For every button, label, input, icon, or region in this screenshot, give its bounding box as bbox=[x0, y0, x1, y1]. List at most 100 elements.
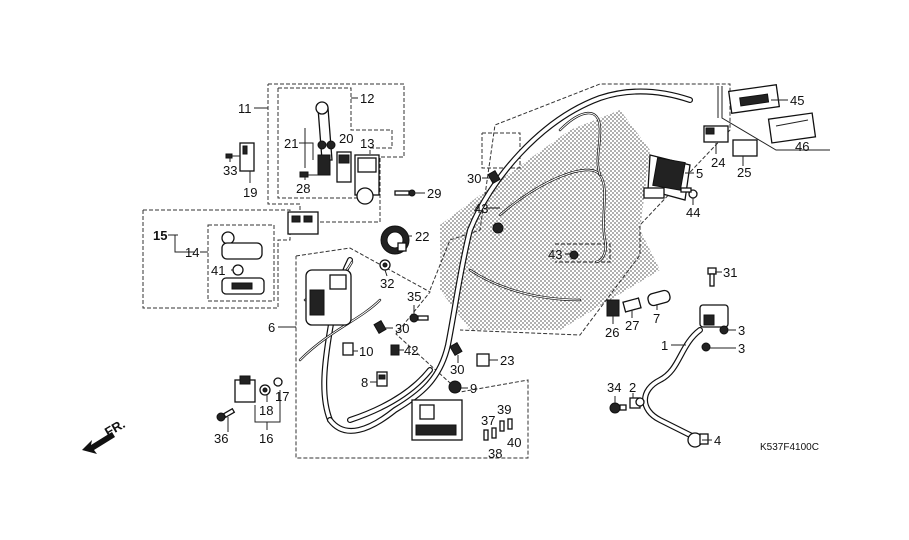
fuse-box bbox=[411, 399, 463, 441]
part-16-relay-assembly bbox=[234, 375, 256, 403]
part-19-bracket bbox=[239, 142, 255, 172]
leader-lines bbox=[168, 97, 788, 441]
callout-22: 22 bbox=[415, 229, 429, 244]
callout-11: 11 bbox=[238, 101, 252, 116]
group-box-43 bbox=[555, 243, 611, 263]
part-26-boot bbox=[606, 299, 620, 317]
part-28-screw bbox=[299, 171, 318, 178]
front-direction-arrow: FR. bbox=[82, 416, 128, 454]
part-24-connector bbox=[703, 125, 729, 143]
part-35-bolt bbox=[409, 313, 429, 323]
callout-33: 33 bbox=[223, 163, 237, 178]
callout-23: 23 bbox=[500, 353, 514, 368]
part-45-connector bbox=[727, 84, 781, 114]
callout-17: 17 bbox=[275, 389, 289, 404]
callout-36: 36 bbox=[214, 431, 228, 446]
part-10-clamp bbox=[342, 342, 354, 356]
part-14-smart-key bbox=[221, 231, 265, 295]
callout-42: 42 bbox=[404, 343, 418, 358]
callout-29: 29 bbox=[427, 186, 441, 201]
group-box-30-top bbox=[481, 132, 521, 169]
part-3-nut-b bbox=[701, 342, 711, 352]
part-34-bolt bbox=[609, 402, 627, 414]
part-27-resistor-cap bbox=[622, 297, 642, 313]
part-1-ignition-coil bbox=[642, 304, 729, 443]
callout-10: 10 bbox=[359, 344, 373, 359]
callout-21: 21 bbox=[284, 136, 298, 151]
callout-30-mid: 30 bbox=[395, 321, 409, 336]
callout-19: 19 bbox=[243, 185, 257, 200]
part-31-bolt bbox=[707, 267, 717, 287]
callout-38: 38 bbox=[488, 446, 502, 461]
part-20-switch bbox=[336, 151, 352, 183]
callout-46: 46 bbox=[795, 139, 809, 154]
callout-35: 35 bbox=[407, 289, 421, 304]
callout-16: 16 bbox=[259, 431, 273, 446]
part-2-clamp bbox=[629, 397, 645, 409]
part-3-nut-a bbox=[719, 325, 729, 335]
part-17-clip bbox=[273, 377, 283, 387]
parts-37-40-fuses bbox=[483, 418, 513, 441]
callout-8: 8 bbox=[361, 375, 368, 390]
part-25-connector bbox=[732, 139, 758, 157]
part-36-bolt bbox=[216, 407, 236, 422]
callout-44: 44 bbox=[686, 205, 700, 220]
callout-1: 1 bbox=[661, 338, 668, 353]
part-46-connector bbox=[767, 112, 817, 144]
part-18-grommet bbox=[259, 384, 271, 396]
part-6-unit-bracket bbox=[305, 269, 352, 326]
callout-26: 26 bbox=[605, 325, 619, 340]
part-15-smart-unit bbox=[287, 211, 319, 235]
callout-43b: 43 bbox=[548, 247, 562, 262]
part-13-ignition-switch bbox=[354, 154, 380, 205]
callout-25: 25 bbox=[737, 165, 751, 180]
part-43-clip-b bbox=[569, 250, 579, 260]
callout-6: 6 bbox=[268, 320, 275, 335]
callout-12: 12 bbox=[360, 91, 374, 106]
callout-28: 28 bbox=[296, 181, 310, 196]
part-12-key-cylinder-bracket bbox=[315, 101, 336, 161]
callout-13: 13 bbox=[360, 136, 374, 151]
part-42-clip bbox=[390, 344, 400, 356]
callout-18: 18 bbox=[259, 403, 273, 418]
callout-41: 41 bbox=[211, 263, 225, 278]
part-5-regulator bbox=[643, 154, 691, 201]
callout-9: 9 bbox=[470, 381, 477, 396]
callout-24: 24 bbox=[711, 155, 725, 170]
harness-shaded-area bbox=[440, 110, 660, 330]
part-29-bolt bbox=[394, 189, 416, 197]
part-23-relay bbox=[476, 353, 490, 367]
group-box-11 bbox=[267, 83, 405, 223]
group-box-6 bbox=[295, 247, 529, 459]
part-30-clip-b bbox=[449, 341, 463, 357]
callout-40: 40 bbox=[507, 435, 521, 450]
callout-30-low: 30 bbox=[450, 362, 464, 377]
callout-15: 15 bbox=[153, 228, 167, 243]
callout-7: 7 bbox=[653, 311, 660, 326]
group-box-14 bbox=[207, 224, 275, 302]
callout-20: 20 bbox=[339, 131, 353, 146]
callout-5: 5 bbox=[696, 166, 703, 181]
part-21-contact bbox=[317, 154, 331, 176]
callout-31: 31 bbox=[723, 265, 737, 280]
group-box-15 bbox=[142, 209, 291, 309]
callout-2: 2 bbox=[629, 380, 636, 395]
callout-34: 34 bbox=[607, 380, 621, 395]
callout-39: 39 bbox=[497, 402, 511, 417]
callout-labels: 1 2 3 3 4 5 6 7 8 9 10 11 12 13 14 15 16… bbox=[153, 91, 809, 461]
part-32-nut bbox=[379, 259, 391, 271]
callout-45: 45 bbox=[790, 93, 804, 108]
part-44-bolt bbox=[680, 187, 698, 199]
callout-3a: 3 bbox=[738, 323, 745, 338]
part-9-grommet bbox=[448, 380, 462, 394]
callout-43a: 43 bbox=[474, 201, 488, 216]
part-33-screw bbox=[225, 153, 240, 159]
part-30-clip-c bbox=[487, 169, 501, 185]
callout-3b: 3 bbox=[738, 341, 745, 356]
callout-14: 14 bbox=[185, 245, 199, 260]
group-line-45-46 bbox=[721, 86, 830, 151]
callout-4: 4 bbox=[714, 433, 721, 448]
part-30-clip-a bbox=[373, 319, 387, 335]
part-22-gear-plate bbox=[380, 225, 410, 255]
